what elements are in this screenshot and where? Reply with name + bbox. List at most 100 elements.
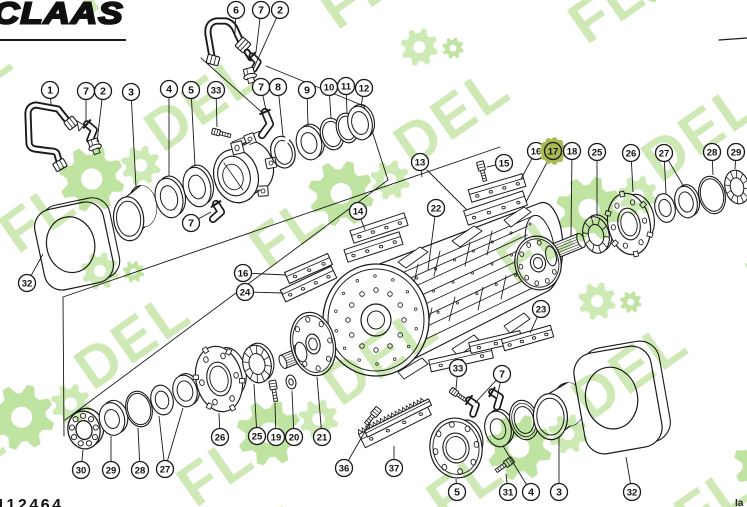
callout-23[interactable]: 23 bbox=[529, 299, 551, 334]
callout-number: 22 bbox=[431, 204, 442, 215]
callout-1[interactable]: 1 bbox=[40, 80, 60, 105]
callout-32[interactable]: 32 bbox=[17, 253, 44, 293]
callout-circle bbox=[93, 81, 113, 101]
callout-11[interactable]: 11 bbox=[336, 76, 356, 114]
callout-7[interactable]: 7 bbox=[251, 77, 271, 111]
callout-5[interactable]: 5 bbox=[181, 80, 201, 167]
callout-29[interactable]: 29 bbox=[726, 142, 746, 170]
callout-13[interactable]: 13 bbox=[410, 152, 430, 178]
callout-31[interactable]: 31 bbox=[498, 473, 518, 502]
callout-4[interactable]: 4 bbox=[502, 445, 541, 502]
callout-18[interactable]: 18 bbox=[562, 141, 582, 237]
callout-circle bbox=[726, 142, 746, 162]
callout-2[interactable]: 2 bbox=[252, 0, 290, 71]
callout-19[interactable]: 19 bbox=[266, 402, 286, 447]
callout-21[interactable]: 21 bbox=[312, 376, 332, 447]
leader-line bbox=[96, 99, 103, 143]
callout-12[interactable]: 12 bbox=[354, 78, 374, 108]
callout-25[interactable]: 25 bbox=[247, 383, 267, 446]
callout-25[interactable]: 25 bbox=[587, 142, 607, 217]
callout-number: 20 bbox=[289, 433, 300, 444]
callout-circle bbox=[181, 80, 201, 100]
callout-6[interactable]: 6 bbox=[226, 0, 246, 34]
leader-line bbox=[734, 160, 736, 170]
callout-number: 7 bbox=[499, 369, 505, 381]
callout-circle bbox=[206, 80, 226, 100]
callout-27[interactable]: 27 bbox=[155, 407, 184, 479]
callout-circle bbox=[284, 427, 304, 447]
callout-number: 3 bbox=[128, 87, 134, 99]
callout-circle bbox=[498, 482, 518, 502]
callout-number: 26 bbox=[626, 149, 637, 160]
callout-29[interactable]: 29 bbox=[101, 436, 121, 480]
callout-28[interactable]: 28 bbox=[130, 427, 150, 480]
callout-number: 25 bbox=[252, 432, 263, 443]
callout-circle bbox=[251, 0, 271, 20]
callout-number: 7 bbox=[188, 218, 194, 230]
callout-circle bbox=[270, 0, 290, 20]
callout-circle bbox=[384, 458, 404, 478]
callout-5[interactable]: 5 bbox=[447, 478, 467, 502]
callout-16[interactable]: 16 bbox=[233, 263, 287, 283]
callout-number: 1 bbox=[47, 85, 53, 97]
callout-number: 12 bbox=[359, 84, 370, 95]
callout-circle bbox=[233, 263, 253, 283]
callout-28[interactable]: 28 bbox=[702, 142, 722, 176]
callout-26[interactable]: 26 bbox=[621, 143, 641, 193]
callout-17[interactable]: 17 bbox=[525, 137, 567, 203]
callout-circle bbox=[155, 459, 175, 479]
leader-line bbox=[137, 427, 141, 462]
callout-circle bbox=[447, 482, 467, 502]
callout-7[interactable]: 7 bbox=[181, 211, 212, 233]
callout-circle bbox=[348, 201, 368, 221]
callout-26[interactable]: 26 bbox=[210, 412, 230, 447]
callout-circle bbox=[336, 76, 356, 96]
leader-line bbox=[505, 473, 508, 484]
callout-15[interactable]: 15 bbox=[486, 153, 514, 173]
leader-line bbox=[570, 159, 573, 237]
leader-line bbox=[711, 160, 714, 176]
callout-30[interactable]: 30 bbox=[71, 449, 91, 480]
claas-logo: CLAAS bbox=[0, 0, 124, 31]
leader-line bbox=[253, 383, 257, 428]
callout-circle bbox=[266, 427, 286, 447]
callout-32[interactable]: 32 bbox=[622, 456, 642, 502]
callout-9[interactable]: 9 bbox=[297, 80, 317, 127]
callout-7[interactable]: 7 bbox=[251, 0, 271, 53]
callout-24[interactable]: 24 bbox=[235, 282, 284, 302]
callout-8[interactable]: 8 bbox=[268, 77, 288, 137]
callout-33[interactable]: 33 bbox=[206, 80, 226, 128]
drawing-number: 112464 bbox=[0, 497, 64, 507]
callout-37[interactable]: 37 bbox=[384, 446, 404, 478]
callout-circle bbox=[549, 482, 569, 502]
leader-line bbox=[360, 218, 366, 231]
callout-33[interactable]: 33 bbox=[448, 358, 468, 390]
callout-27[interactable]: 27 bbox=[654, 143, 685, 195]
callout-20[interactable]: 20 bbox=[284, 390, 304, 447]
callout-2[interactable]: 2 bbox=[93, 81, 113, 143]
callout-number: 11 bbox=[341, 82, 352, 93]
callout-number: 2 bbox=[277, 5, 283, 17]
callout-number: 21 bbox=[317, 433, 328, 444]
callout-7[interactable]: 7 bbox=[474, 364, 512, 404]
callout-circle bbox=[492, 364, 512, 384]
callout-circle bbox=[543, 141, 563, 161]
callout-14[interactable]: 14 bbox=[348, 201, 368, 231]
callout-number: 3 bbox=[556, 487, 562, 499]
callout-4[interactable]: 4 bbox=[159, 79, 179, 177]
callout-number: 30 bbox=[76, 466, 87, 477]
callout-22[interactable]: 22 bbox=[426, 198, 446, 271]
callout-10[interactable]: 10 bbox=[319, 77, 339, 119]
callout-number: 9 bbox=[304, 85, 310, 97]
leader-line bbox=[663, 161, 667, 195]
callout-3[interactable]: 3 bbox=[121, 82, 141, 188]
callout-number: 10 bbox=[324, 83, 335, 94]
callout-7[interactable]: 7 bbox=[76, 81, 96, 122]
logo-underline-rule bbox=[0, 39, 126, 41]
leader-line bbox=[474, 379, 497, 404]
callout-number: 4 bbox=[528, 487, 534, 499]
callout-36[interactable]: 36 bbox=[334, 420, 372, 478]
callout-3[interactable]: 3 bbox=[549, 437, 569, 502]
leader-line bbox=[630, 161, 634, 193]
